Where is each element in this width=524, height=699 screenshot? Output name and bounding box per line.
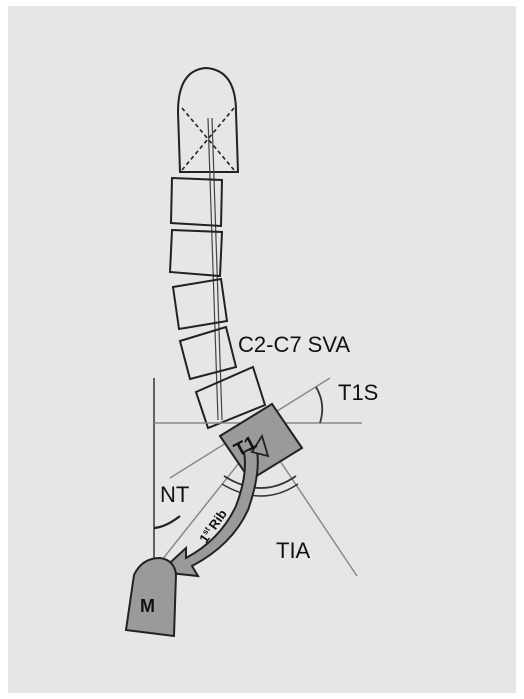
manubrium-label: M [140, 596, 155, 616]
svi-label: C2-C7 SVA [238, 332, 350, 357]
tia-label: TIA [276, 538, 311, 563]
t1s-label: T1S [338, 380, 378, 405]
vertebra-c5 [173, 279, 227, 329]
nt-label: NT [160, 482, 189, 507]
tia-angle-arc [224, 476, 296, 488]
vertebra-c6 [180, 327, 236, 379]
vertebra-c4 [170, 230, 222, 276]
t1s-angle-arc [316, 387, 322, 423]
nt-angle-arc [154, 516, 180, 528]
